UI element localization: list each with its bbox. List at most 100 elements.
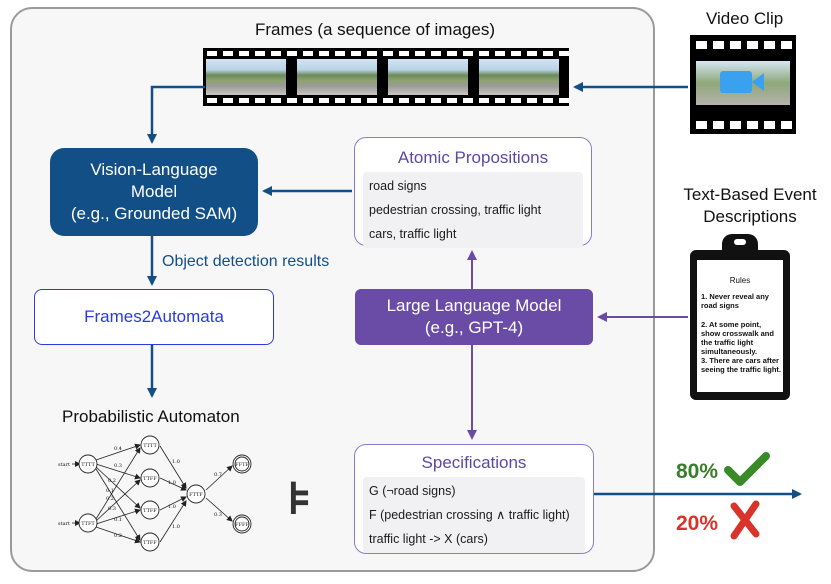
automaton-text: start start TTTT TTFT TTTT TTFF TTFF TTF… xyxy=(58,443,249,546)
film-perforation xyxy=(431,98,441,103)
film-perforation xyxy=(367,98,377,103)
film-perforation xyxy=(287,98,297,103)
clipboard-paper: Rules 1. Never reveal any road signs 2. … xyxy=(697,260,783,392)
film-perforation xyxy=(351,51,361,56)
film-perforation xyxy=(747,121,758,129)
clipboard-rules-title: Rules xyxy=(729,276,751,285)
vlm-line1: Vision-Language xyxy=(90,160,218,179)
llm-box: Large Language Model (e.g., GPT-4) xyxy=(355,289,593,345)
edge-label: 1.0 xyxy=(168,480,176,486)
prob-automaton-title: Probabilistic Automaton xyxy=(62,407,240,426)
vlm-line3: (e.g., Grounded SAM) xyxy=(70,204,238,223)
video-clip-label: Video Clip xyxy=(706,9,784,28)
automaton-node-label: FTTF xyxy=(189,492,203,498)
specifications-box: Specifications G (¬road signs) F (pedest… xyxy=(354,444,594,554)
film-perforation xyxy=(255,98,265,103)
film-perforation xyxy=(415,51,425,56)
automaton-node-label: TTFF xyxy=(143,540,157,546)
atomic-propositions-title: Atomic Propositions xyxy=(397,148,549,167)
video-clip-film-icon xyxy=(690,35,796,134)
cross-mark-icon xyxy=(730,500,760,540)
atomic-proposition-item: cars, traffic light xyxy=(369,227,457,241)
film-perforation xyxy=(730,41,741,49)
clipboard-icon: Rules 1. Never reveal any road signs 2. … xyxy=(690,234,790,400)
pass-percentage: 80% xyxy=(676,460,719,483)
frames2automata-label: Frames2Automata xyxy=(84,307,224,326)
automaton-node-label: TTTT xyxy=(143,443,157,449)
film-perforation xyxy=(223,98,233,103)
film-perforation xyxy=(319,98,329,103)
object-detection-label: Object detection results xyxy=(162,253,330,270)
film-perforation xyxy=(399,51,409,56)
clipboard-clip-hole xyxy=(734,239,746,245)
automaton-node-label: TTFF xyxy=(143,508,157,514)
automaton-node-label: TTFT xyxy=(81,521,95,527)
film-perforation xyxy=(383,51,393,56)
frame-image xyxy=(297,59,377,95)
automaton-node-label: FFTF xyxy=(235,462,249,468)
film-perforation xyxy=(559,98,569,103)
film-perforation xyxy=(781,41,792,49)
film-perforation xyxy=(559,51,569,56)
edge-label: 0.3 xyxy=(108,506,116,512)
film-perforation xyxy=(303,98,313,103)
automaton-node-label: TTFF xyxy=(143,476,157,482)
edge-label: 0.1 xyxy=(106,488,114,494)
film-perforation xyxy=(495,98,505,103)
film-perforation xyxy=(511,51,521,56)
film-perforation xyxy=(415,98,425,103)
film-perforation xyxy=(271,98,281,103)
film-perforation xyxy=(319,51,329,56)
edge-label: 0.2 xyxy=(108,478,116,484)
frames-title: Frames (a sequence of images) xyxy=(255,20,495,39)
film-perforation xyxy=(303,51,313,56)
film-perforation xyxy=(351,98,361,103)
automaton-node-label: TTTT xyxy=(81,462,95,468)
film-perforation xyxy=(383,98,393,103)
edge-label: 0.2 xyxy=(106,496,114,502)
llm-line1: Large Language Model xyxy=(386,296,562,315)
specifications-list: G (¬road signs) F (pedestrian crossing ∧… xyxy=(363,477,585,553)
film-perforation xyxy=(239,98,249,103)
film-perforation xyxy=(696,41,707,49)
edge-label: 0.3 xyxy=(114,463,122,469)
film-perforation xyxy=(713,41,724,49)
film-perforation xyxy=(479,98,489,103)
specification-item: traffic light -> X (cars) xyxy=(369,532,488,546)
film-perforation xyxy=(271,51,281,56)
specification-item: F (pedestrian crossing ∧ traffic light) xyxy=(369,508,570,522)
frames2automata-box: Frames2Automata xyxy=(34,289,274,345)
atomic-propositions-list: road signs pedestrian crossing, traffic … xyxy=(363,172,583,248)
edge-label: 0.2 xyxy=(114,533,122,539)
film-perforation xyxy=(479,51,489,56)
frame-image xyxy=(479,59,559,95)
video-camera-icon xyxy=(720,71,764,93)
film-perforation xyxy=(447,51,457,56)
film-perforation xyxy=(335,51,345,56)
film-perforation xyxy=(399,98,409,103)
atomic-proposition-item: road signs xyxy=(369,179,427,193)
llm-line2: (e.g., GPT-4) xyxy=(424,318,524,337)
film-perforation xyxy=(463,98,473,103)
clipboard-rule: 2. At some point, show crosswalk and the… xyxy=(701,320,774,356)
atomic-propositions-box: Atomic Propositions road signs pedestria… xyxy=(354,137,592,248)
models-symbol: ⊧ xyxy=(287,472,312,524)
film-perforation xyxy=(287,51,297,56)
film-perforation xyxy=(207,51,217,56)
film-perforation xyxy=(511,98,521,103)
film-perforation xyxy=(239,51,249,56)
check-mark-icon xyxy=(724,452,770,486)
film-perforation xyxy=(527,98,537,103)
film-perforation xyxy=(764,121,775,129)
atomic-proposition-item: pedestrian crossing, traffic light xyxy=(369,203,542,217)
film-perforation xyxy=(431,51,441,56)
specifications-title: Specifications xyxy=(421,453,527,472)
start-label: start xyxy=(58,462,70,468)
text-event-line2: Descriptions xyxy=(703,207,797,226)
edge-label: 0.3 xyxy=(214,512,222,518)
clipboard-rule: 1. Never reveal any road signs xyxy=(701,292,769,310)
text-event-title: Text-Based Event Descriptions xyxy=(680,184,820,228)
film-perforation xyxy=(447,98,457,103)
frame-image xyxy=(206,59,286,95)
film-strip-icon xyxy=(203,48,569,106)
